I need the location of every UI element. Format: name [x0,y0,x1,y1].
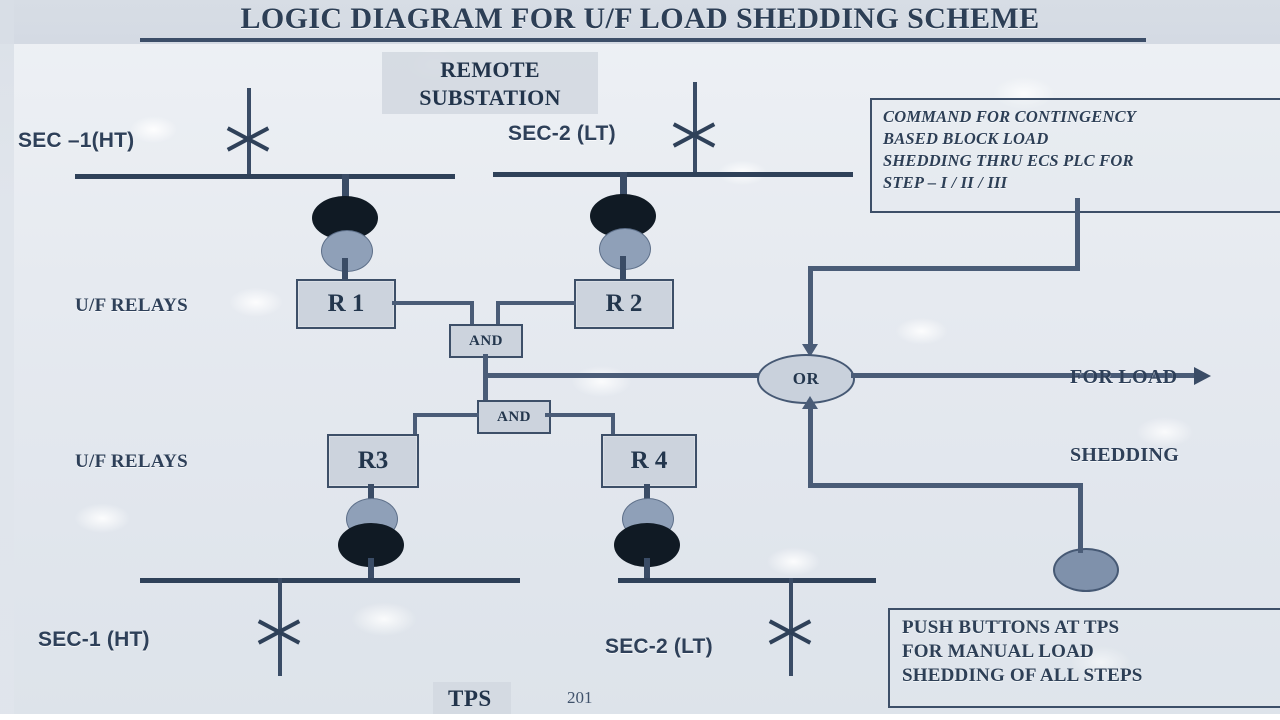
relay-box-r4[interactable]: R 4 [601,434,697,488]
breaker-symbol-sec2-top [671,122,717,148]
breaker-symbol-sec2-bottom [767,619,813,645]
command-wire-vertical-left [808,266,813,346]
wire-and-top-output-drop [483,354,488,376]
and-gate-bottom[interactable]: AND [477,400,551,434]
label-sec1-ht-top: SEC –1(HT) [18,129,135,152]
busbar-sec2-bottom [618,578,876,583]
wire-and-top-to-and-bottom [483,373,488,413]
for-load-line-2: SHEDDING [1070,444,1180,466]
for-load-line-1: FOR LOAD [1070,366,1178,388]
wire-and-bottom-to-r3 [413,413,479,417]
label-sec2-lt-bottom: SEC-2 (LT) [605,635,713,658]
pushbuttons-note-line-1: PUSH BUTTONS AT TPS [902,617,1120,638]
pushbuttons-note-line-2: FOR MANUAL LOAD [902,640,1094,662]
push-button-symbol[interactable] [1053,548,1119,592]
bottom-white-bar [0,714,1280,720]
and-gate-top[interactable]: AND [449,324,523,358]
drop-line-r2 [620,172,627,206]
outgoing-line-sec1-bottom [278,578,282,676]
outgoing-line-sec2-bottom [789,578,793,676]
label-for-load-shedding: FOR LOAD SHEDDING [1070,312,1179,520]
page-title: LOGIC DIAGRAM FOR U/F LOAD SHEDDING SCHE… [240,2,1040,35]
label-uf-relays-top: U/F RELAYS [75,295,188,316]
command-note-line-3: SHEDDING THRU ECS PLC FOR [883,150,1134,170]
relay-box-r1[interactable]: R 1 [296,279,396,329]
pushbutton-wire-arrowhead [802,396,818,409]
wire-r2-to-and-top [496,301,576,305]
command-wire-horizontal [808,266,1080,271]
busbar-sec1-bottom [140,578,520,583]
pushbutton-wire-vertical-left [808,408,813,488]
command-note-line-1: COMMAND FOR CONTINGENCY [883,107,1137,126]
busbar-sec1-top [75,174,455,179]
wire-and-bottom-to-r4 [545,413,615,417]
remote-substation-line-2: SUBSTATION [419,85,561,111]
label-uf-relays-bottom: U/F RELAYS [75,451,188,472]
wire-r2-to-and-top-drop [496,301,500,326]
r3-to-ct-line [368,484,374,504]
wire-r1-to-and-top-drop [470,301,474,326]
ct-to-r1-line [342,258,348,284]
wire-or-output [851,373,1196,378]
remote-substation-plate [382,52,598,114]
busbar-sec2-top [493,172,853,177]
wire-and-bottom-to-r3-drop [413,413,417,436]
pushbutton-wire-horizontal [808,483,1083,488]
drop-line-r1 [342,174,349,208]
label-tps: TPS [448,686,492,711]
ct-to-r2-line [620,256,626,282]
r4-to-ct-line [644,484,650,504]
wire-and-top-to-or [483,373,768,378]
breaker-symbol-sec1-bottom [256,619,302,645]
label-remote-substation: REMOTE SUBSTATION [382,56,598,112]
label-sec2-lt-top: SEC-2 (LT) [508,122,616,145]
incomer-line-sec2-top [693,82,697,174]
command-wire-arrowhead [802,344,818,357]
note-command-for-contingency: COMMAND FOR CONTINGENCY BASED BLOCK LOAD… [870,98,1280,213]
title-band-background [0,0,1280,44]
tps-plate [433,682,511,714]
remote-substation-line-1: REMOTE [440,57,540,82]
pushbuttons-note-line-3: SHEDDING OF ALL STEPS [902,664,1143,686]
relay-box-r3[interactable]: R3 [327,434,419,488]
ct-to-busbar-line-r3 [368,558,374,580]
breaker-symbol-sec1-top [225,126,271,152]
load-shedding-arrowhead [1194,367,1211,385]
wire-and-bottom-to-r4-drop [611,413,615,436]
note-push-buttons-manual-shedding: PUSH BUTTONS AT TPS FOR MANUAL LOAD SHED… [888,608,1280,708]
pushbutton-wire-vertical-right [1078,483,1083,553]
wire-r1-to-and-top [392,301,474,305]
label-sec1-ht-bottom: SEC-1 (HT) [38,628,150,651]
page-number: 201 [567,688,593,707]
command-wire-vertical-right [1075,198,1080,270]
ct-to-busbar-line-r4 [644,558,650,580]
incomer-line-sec1-top [247,88,251,176]
left-edge-band [0,0,14,720]
command-note-line-2: BASED BLOCK LOAD [883,128,1049,148]
command-note-line-4: STEP – I / II / III [883,172,1008,192]
relay-box-r2[interactable]: R 2 [574,279,674,329]
title-underline [140,38,1146,42]
